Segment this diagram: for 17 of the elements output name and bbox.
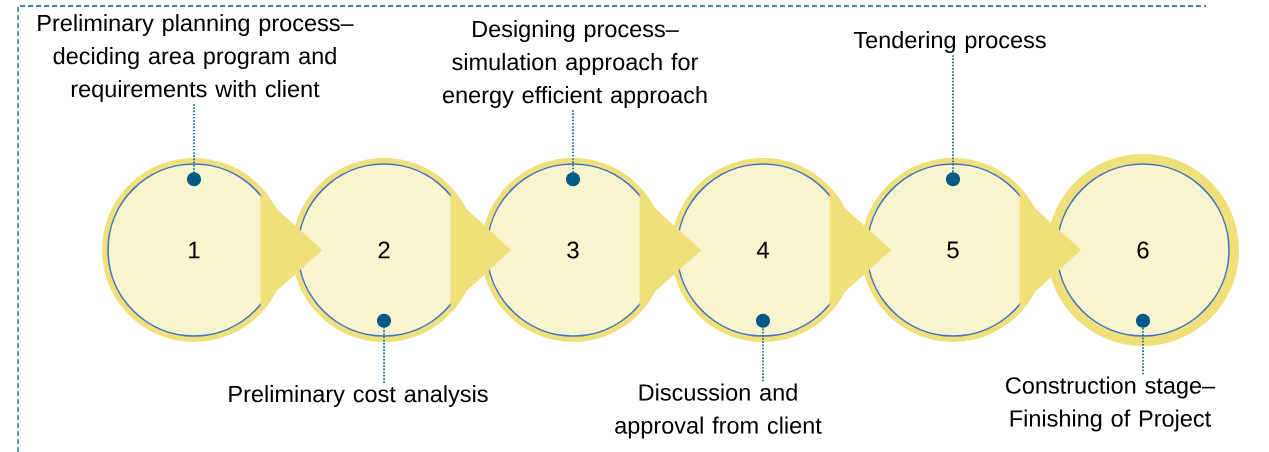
step-label: Discussion and approval from client [615, 383, 822, 439]
step-label: Preliminary planning process– deciding area program and requirements with client [38, 14, 354, 102]
leader-line [946, 54, 960, 187]
leader-line [187, 103, 201, 187]
chevron-arrow [450, 194, 512, 306]
chevron-arrow [829, 194, 892, 306]
step-label: Designing process– simulation approach for energy efficient approach [443, 20, 707, 108]
chevron-arrow [260, 194, 323, 306]
chevron-arrow [1019, 194, 1082, 306]
chevron-arrow [639, 194, 702, 306]
step-label: Construction stage– Finishing of Project [1006, 376, 1216, 432]
step-label: Tendering process [853, 31, 1046, 53]
step-label: Preliminary cost analysis [229, 385, 488, 407]
leader-line [566, 109, 580, 187]
leader-line [1136, 313, 1150, 376]
leader-line [756, 313, 770, 383]
leader-line [377, 313, 391, 384]
